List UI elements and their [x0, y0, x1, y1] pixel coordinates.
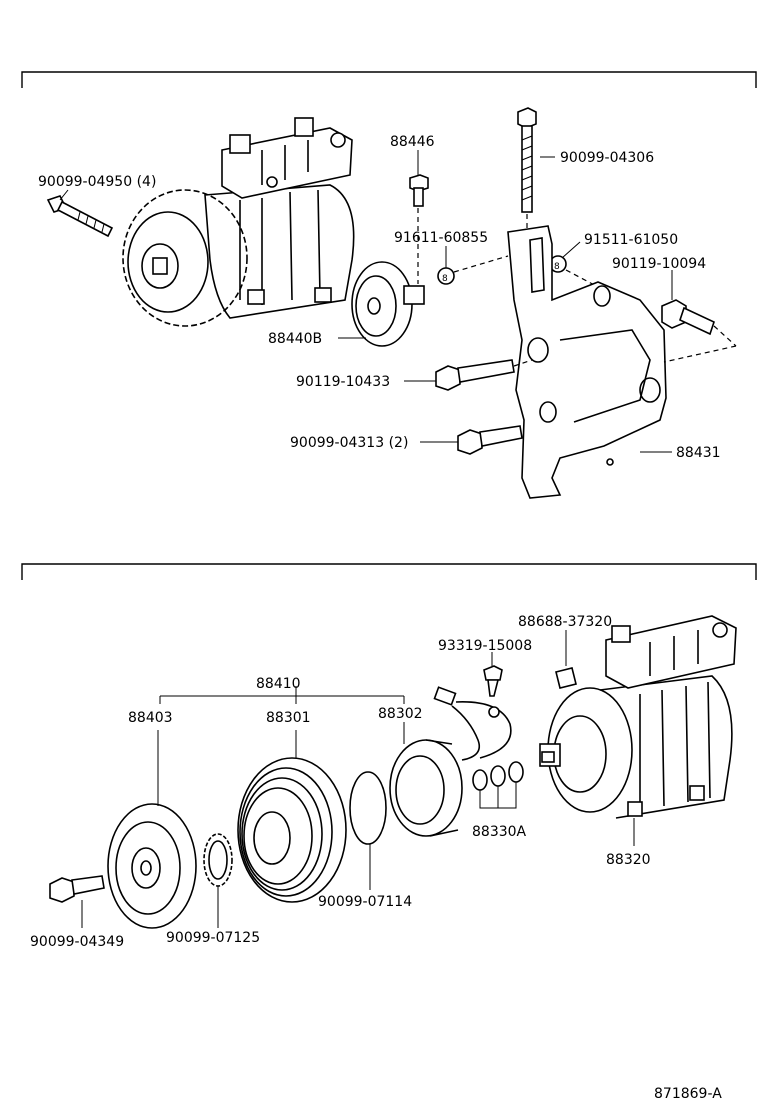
label-91611-60855: 91611-60855: [394, 230, 488, 246]
label-90119-10094: 90119-10094: [612, 256, 706, 272]
bolt-90099-04950-drawing: [46, 195, 114, 238]
snap-ring-outer-drawing: [349, 771, 387, 890]
label-88440B: 88440B: [268, 331, 322, 347]
label-88403: 88403: [128, 710, 173, 726]
idler-bolt-drawing: [409, 174, 429, 284]
compressor-lower-drawing: [539, 615, 737, 846]
label-91511-61050: 91511-61050: [584, 232, 678, 248]
label-90099-07114: 90099-07114: [318, 894, 412, 910]
pins-drawing: 8 8: [437, 255, 601, 289]
label-90099-04313: 90099-04313 (2): [290, 435, 408, 451]
label-88320: 88320: [606, 852, 651, 868]
label-90099-04306: 90099-04306: [560, 150, 654, 166]
label-90099-07125: 90099-07125: [166, 930, 260, 946]
upper-leaders: [59, 150, 673, 453]
upper-section: 8 8: [21, 71, 757, 499]
bolt-90119-10433-drawing: [435, 359, 533, 391]
figure-code: 871869-A: [654, 1086, 722, 1102]
pulley-drawing: [237, 730, 347, 903]
label-88688-37320: 88688-37320: [518, 614, 612, 630]
lower-section: 88410 88403 88301 88302 88688-37320 9331…: [21, 563, 757, 950]
bolt-center-drawing: [49, 875, 105, 928]
label-90099-04349: 90099-04349: [30, 934, 124, 950]
bolt-90099-04313-drawing: [457, 425, 523, 455]
pressure-plate-drawing: [107, 730, 197, 929]
snap-ring-inner-drawing: [203, 833, 233, 928]
label-88410: 88410: [256, 676, 301, 692]
clutch-assy-bracket: [159, 686, 405, 704]
screw-drawing: [483, 652, 503, 697]
svg-text:8: 8: [442, 274, 448, 284]
svg-text:8: 8: [554, 262, 560, 272]
label-93319-15008: 93319-15008: [438, 638, 532, 654]
compressor-upper-drawing: [122, 117, 355, 327]
label-88431: 88431: [676, 445, 721, 461]
label-88446: 88446: [390, 134, 435, 150]
stud-bolt-drawing: [517, 107, 537, 240]
label-88301: 88301: [266, 710, 311, 726]
bracket-drawing: [507, 225, 667, 499]
label-90119-10433: 90119-10433: [296, 374, 390, 390]
holder-drawing: [555, 630, 577, 689]
label-90099-04950: 90099-04950 (4): [38, 174, 156, 190]
label-88330A: 88330A: [472, 824, 527, 840]
shims-drawing: [472, 761, 524, 809]
label-88302: 88302: [378, 706, 423, 722]
stator-drawing: [389, 722, 463, 837]
bolt-90119-10094-drawing: [661, 299, 737, 363]
wire-harness-drawing: [433, 686, 512, 761]
idler-pulley-drawing: [351, 261, 425, 347]
